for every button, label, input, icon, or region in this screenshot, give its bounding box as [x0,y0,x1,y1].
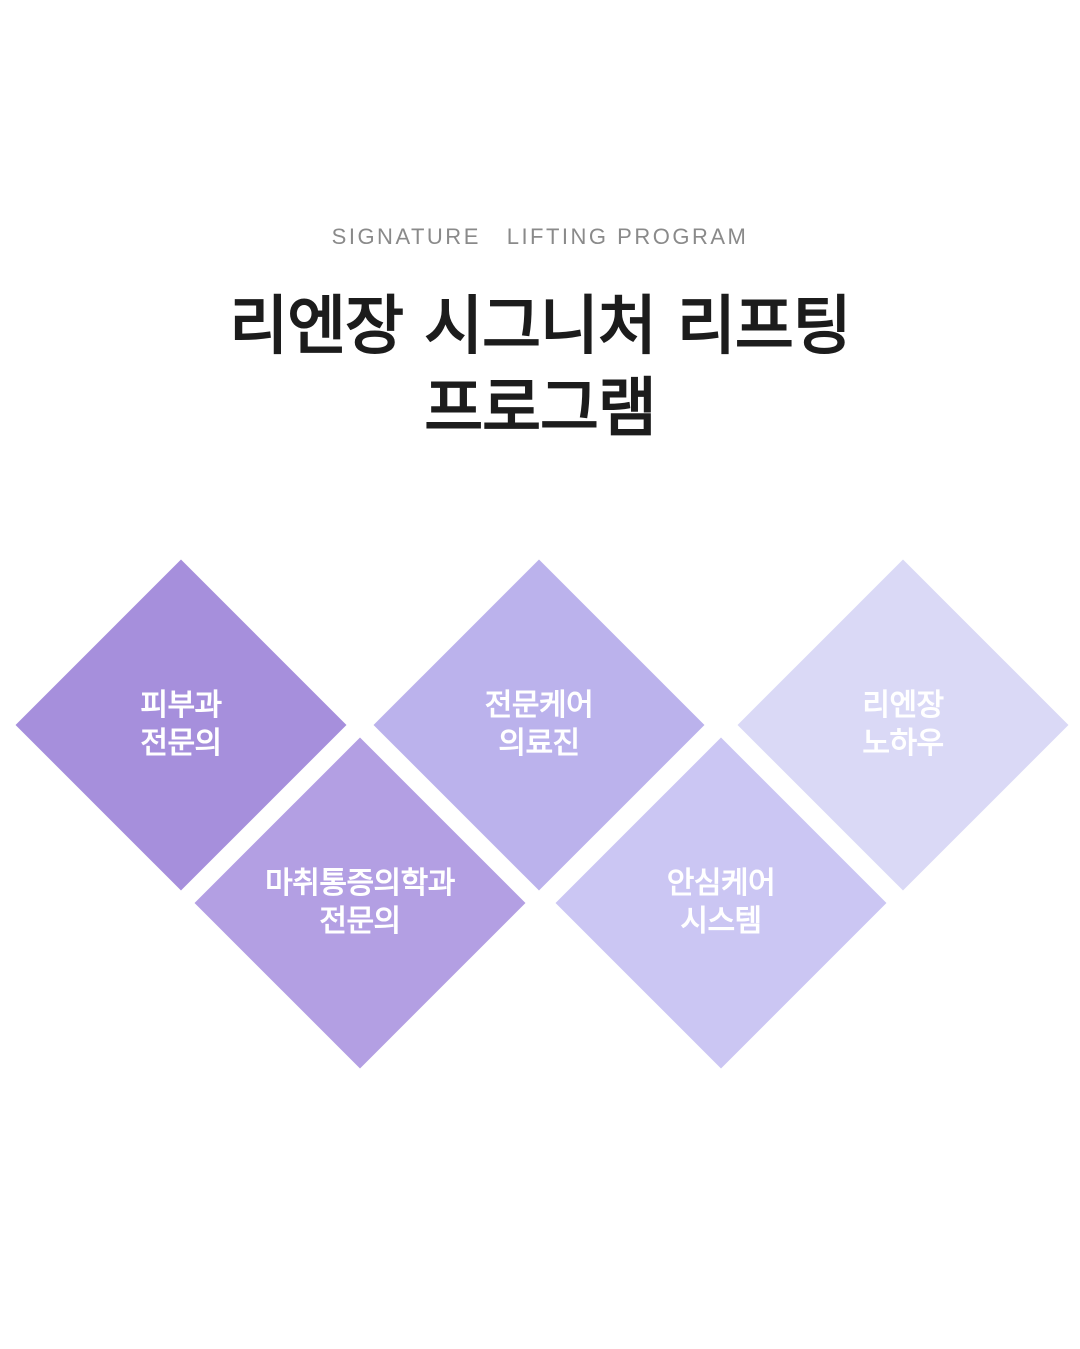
diamond-label: 리엔장 노하우 [738,560,1068,890]
page-title-line-2: 프로그램 [424,372,657,446]
diamond-label-line-2: 전문의 [140,726,222,761]
diamond-label-line-2: 전문의 [319,904,401,939]
diamond-label-line-2: 시스템 [680,904,762,939]
feature-diamond-anesthesiology: 마취통증의학과 전문의 [194,737,526,1069]
page-title-line-1: 리엔장 시그니처 리프팅 [229,290,851,364]
diamond-label-line-2: 노하우 [862,726,944,761]
eyebrow-subtitle: SIGNATURE LIFTING PROGRAM [331,224,749,249]
feature-diamond-dermatology: 피부과 전문의 [15,559,347,891]
feature-diamond-expert-care: 전문케어 의료진 [373,559,705,891]
feature-diamond-knowhow: 리엔장 노하우 [737,559,1069,891]
diamond-label: 안심케어 시스템 [556,738,886,1068]
feature-diamond-safety-system: 안심케어 시스템 [555,737,887,1069]
diamond-label: 전문케어 의료진 [374,560,704,890]
diamond-label-line-1: 마취통증의학과 [265,866,455,901]
diamond-label-line-1: 피부과 [140,688,222,723]
diamond-label-line-2: 의료진 [498,726,580,761]
diamond-label: 마취통증의학과 전문의 [195,738,525,1068]
page-title: 리엔장 시그니처 리프팅 프로그램 [0,286,1080,450]
diamond-label-line-1: 리엔장 [862,688,944,723]
diamond-label: 피부과 전문의 [16,560,346,890]
diamond-label-line-1: 안심케어 [666,866,776,901]
diamond-label-line-1: 전문케어 [484,688,594,723]
